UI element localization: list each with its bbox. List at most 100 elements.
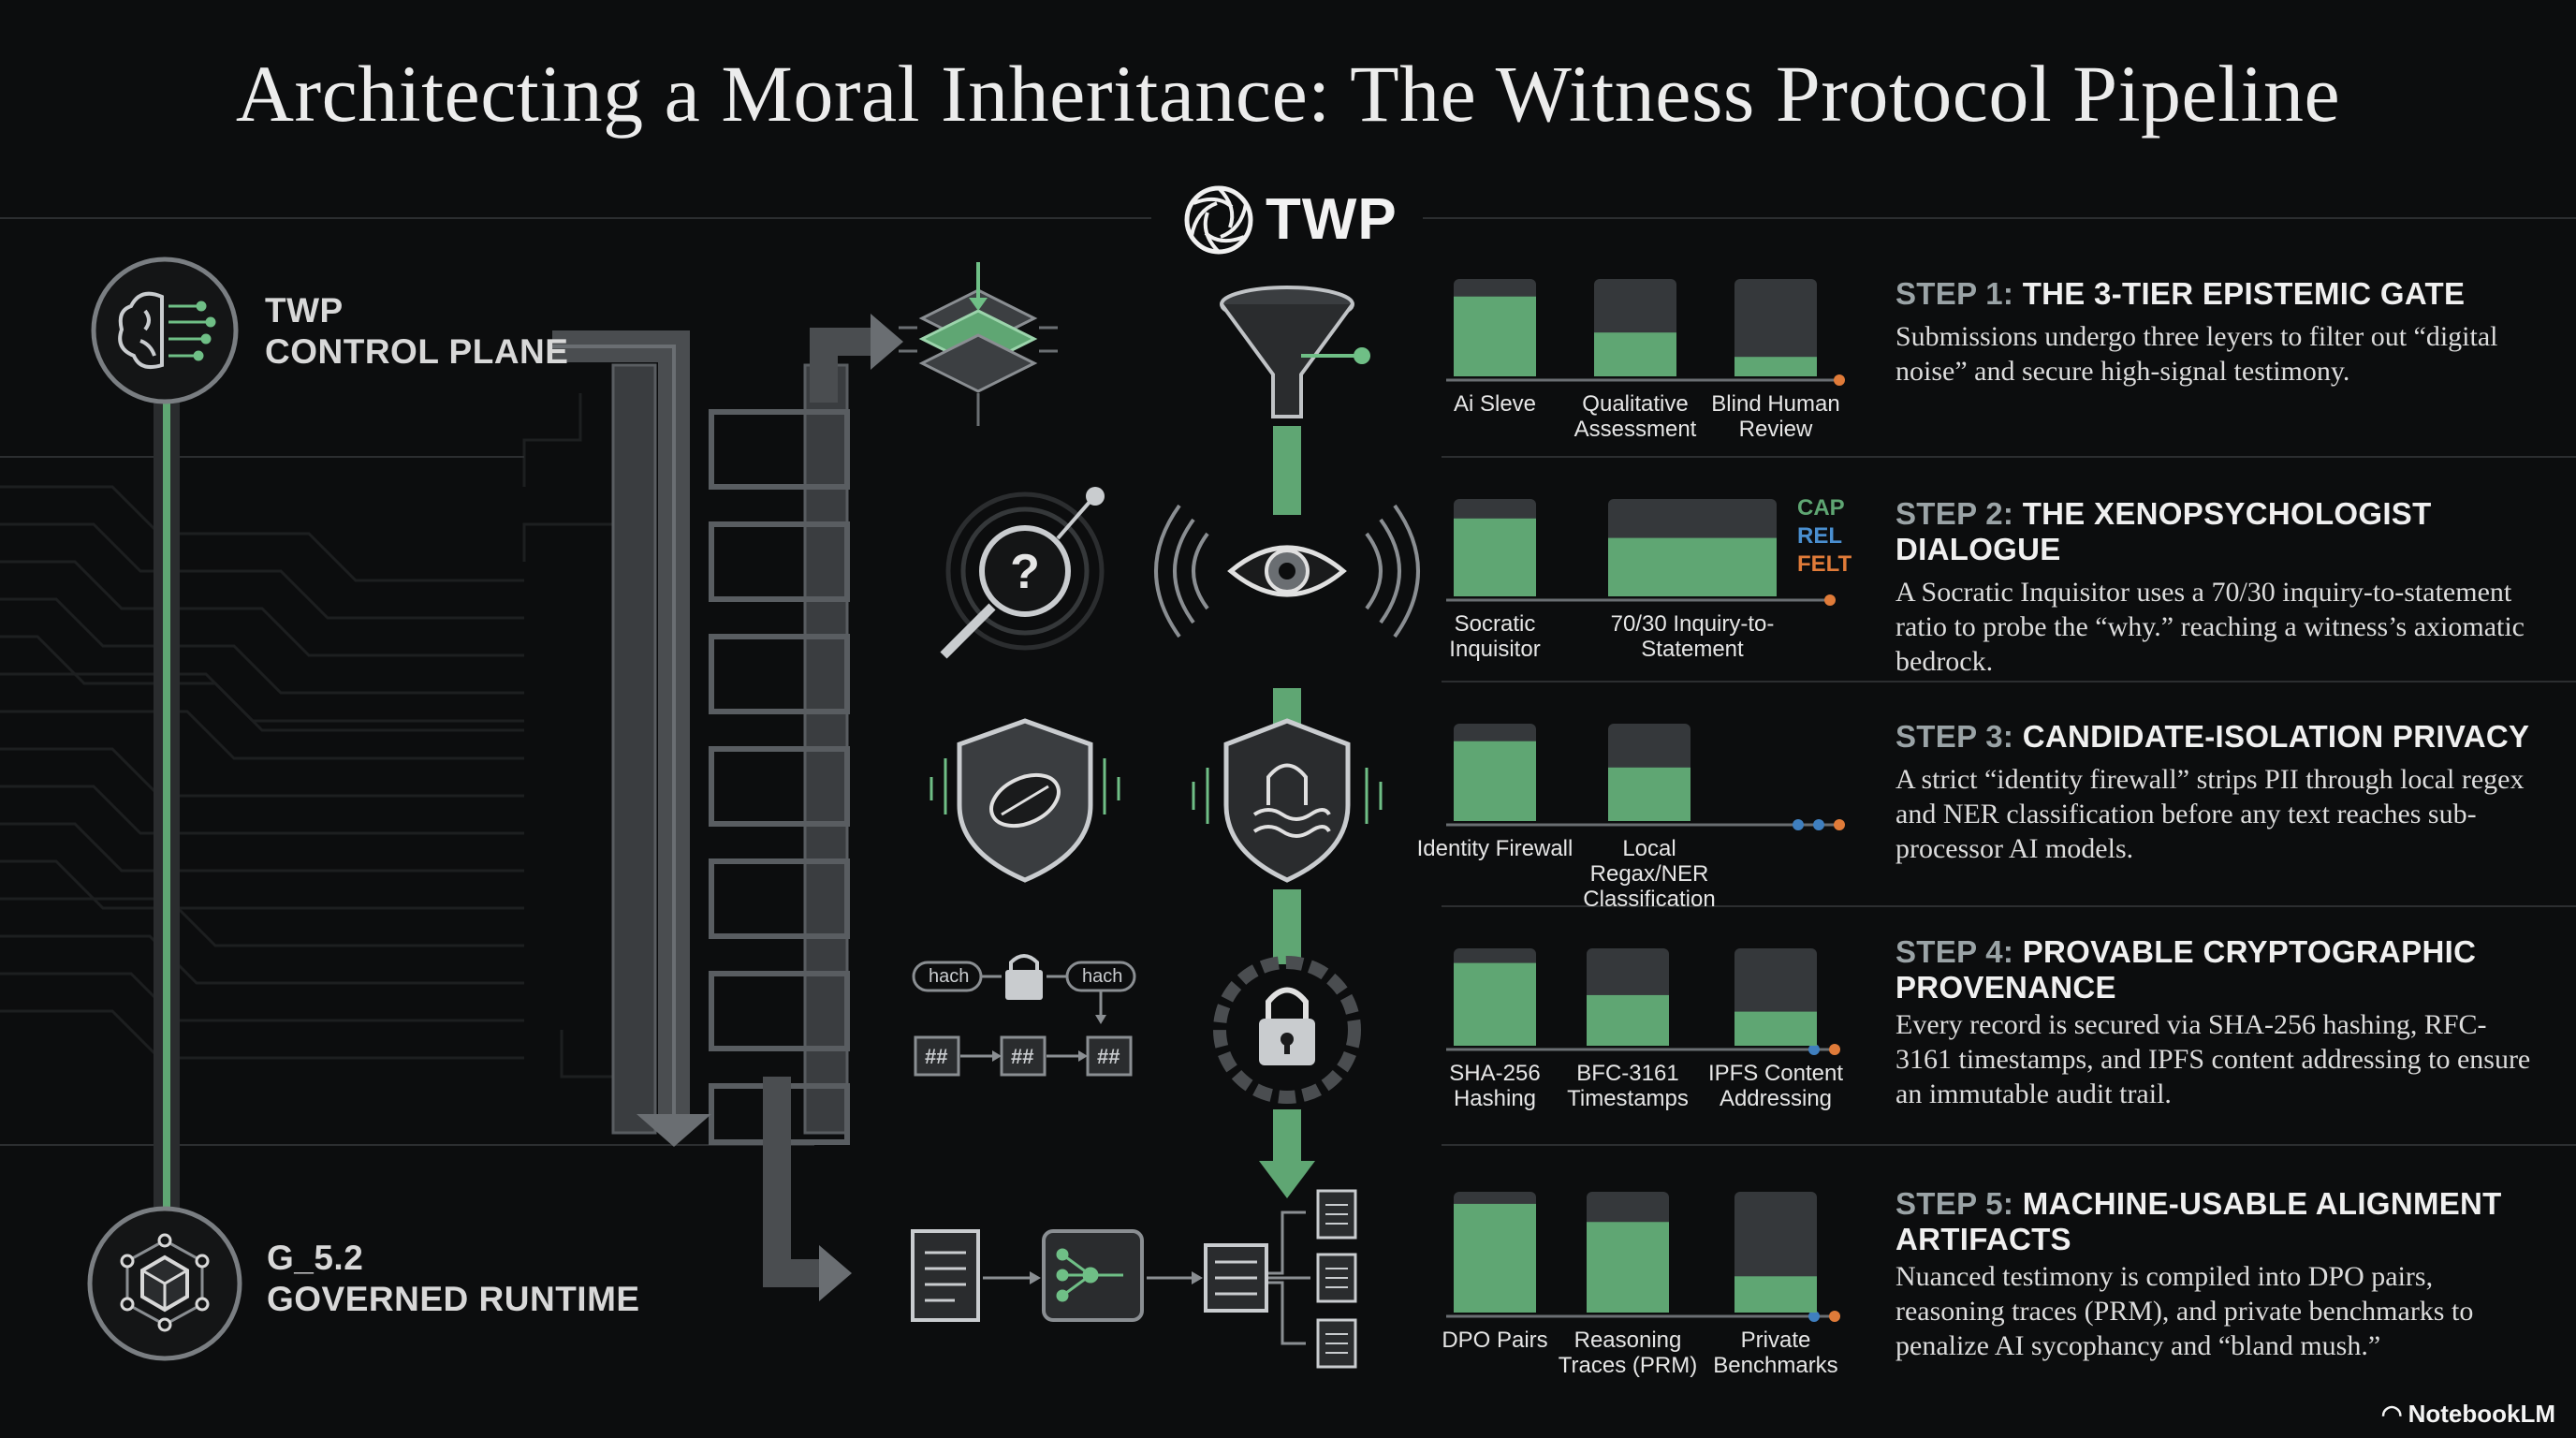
key-cap: CAP — [1797, 495, 1845, 521]
artifact-flow-icons — [911, 1189, 1357, 1369]
step-1-bar-label: Ai Sleve — [1453, 391, 1537, 417]
step-3-bar-label: Local Regax/NER Classification — [1583, 836, 1716, 912]
runtime-label: G_5.2 GOVERNED RUNTIME — [267, 1238, 640, 1320]
svg-text:?: ? — [1010, 545, 1040, 599]
step-4-num: STEP 4: — [1895, 934, 2014, 969]
watermark: ◠NotebookLM — [2381, 1400, 2555, 1429]
step-1-title: STEP 1: THE 3-TIER EPISTEMIC GATE — [1895, 276, 2541, 312]
eye-icon — [1154, 504, 1420, 638]
step-3-heading: CANDIDATE-ISOLATION PRIVACY — [2022, 719, 2530, 754]
runtime-line2: GOVERNED RUNTIME — [267, 1280, 640, 1318]
control-plane-line2: CONTROL PLANE — [265, 332, 569, 371]
step-5-bar — [1587, 1222, 1669, 1313]
step-1-bar — [1594, 332, 1676, 376]
shield-icon — [929, 718, 1120, 883]
step-4-desc: Every record is secured via SHA-256 hash… — [1895, 1009, 2531, 1109]
step-2: STEP 2: THE XENOPSYCHOLOGIST DIALOGUE A … — [1895, 496, 2541, 679]
step-4-axis-dot — [1808, 1044, 1820, 1055]
funnel-icon — [1220, 286, 1370, 418]
step-3-bar-label: Identity Firewall — [1416, 836, 1573, 861]
step-2-title: STEP 2: THE XENOPSYCHOLOGIST DIALOGUE — [1895, 496, 2541, 567]
step-5-axis-dot — [1829, 1311, 1840, 1322]
control-plane-line1: TWP — [265, 291, 344, 330]
step-5-bar — [1454, 1203, 1536, 1313]
step-5-bar-label: Reasoning Traces (PRM) — [1558, 1328, 1698, 1378]
hash-box-2: ## — [1011, 1045, 1034, 1068]
step-5-heading: MACHINE-USABLE ALIGNMENT ARTIFACTS — [1895, 1186, 2502, 1256]
step-2-heading: THE XENOPSYCHOLOGIST DIALOGUE — [1895, 496, 2432, 566]
step-4-bar-label: IPFS Content Addressing — [1707, 1061, 1844, 1111]
step2-keys: CAP REL FELT — [1797, 494, 1852, 579]
key-felt: FELT — [1797, 551, 1852, 577]
step-5-num: STEP 5: — [1895, 1186, 2014, 1221]
step-1-bar — [1454, 296, 1536, 376]
step-1-axis-dot — [1834, 374, 1845, 386]
step-3-bar — [1454, 741, 1536, 821]
step-2-axis-dot — [1824, 594, 1836, 606]
step-4-bar — [1734, 1011, 1817, 1046]
document-icon — [911, 1229, 980, 1322]
hash-chain-icon: hach hach ## ## ## — [908, 946, 1151, 1105]
layers-icon — [899, 262, 1058, 426]
step-2-num: STEP 2: — [1895, 496, 2014, 531]
step-2-bar — [1608, 537, 1777, 596]
doc-list-icon — [1204, 1189, 1357, 1369]
brand-text: TWP — [1266, 187, 1398, 252]
runtime-line1: G_5.2 — [267, 1239, 364, 1277]
step-5-bar-label: DPO Pairs — [1442, 1328, 1548, 1353]
step-5: STEP 5: MACHINE-USABLE ALIGNMENT ARTIFAC… — [1895, 1186, 2541, 1363]
step-2-bar — [1454, 518, 1536, 596]
step-4-heading: PROVABLE CRYPTOGRAPHIC PROVENANCE — [1895, 934, 2477, 1005]
step-1-bar-track — [1734, 279, 1817, 376]
hash-label-b: hach — [1082, 966, 1123, 987]
step-1-bar-label: Qualitative Assessment — [1573, 391, 1697, 442]
step-2-bar-label: 70/30 Inquiry-to-Statement — [1610, 611, 1775, 662]
step-1-bar-label: Blind Human Review — [1711, 391, 1840, 442]
cube-network-icon — [84, 1203, 245, 1364]
shield-wave-icon — [1192, 718, 1383, 883]
step-3: STEP 3: CANDIDATE-ISOLATION PRIVACY A st… — [1895, 719, 2541, 866]
step-4-title: STEP 4: PROVABLE CRYPTOGRAPHIC PROVENANC… — [1895, 934, 2541, 1005]
step-4: STEP 4: PROVABLE CRYPTOGRAPHIC PROVENANC… — [1895, 934, 2541, 1111]
page-title: Architecting a Moral Inheritance: The Wi… — [235, 49, 2341, 139]
key-rel: REL — [1797, 523, 1842, 549]
step-1-heading: THE 3-TIER EPISTEMIC GATE — [2022, 276, 2466, 311]
step-3-num: STEP 3: — [1895, 719, 2014, 754]
watermark-text: NotebookLM — [2408, 1400, 2555, 1428]
notebooklm-icon: ◠ — [2380, 1400, 2403, 1428]
step-4-bar-label: BFC-3161 Timestamps — [1567, 1061, 1689, 1111]
step-5-bar-label: Private Benchmarks — [1713, 1328, 1838, 1378]
step-1-num: STEP 1: — [1895, 276, 2014, 311]
step-1-desc: Submissions undergo three leyers to filt… — [1895, 321, 2498, 387]
step-5-axis-dot — [1808, 1311, 1820, 1322]
step-4-bar-label: SHA-256 Hashing — [1449, 1061, 1541, 1111]
step-3-bar — [1608, 767, 1690, 821]
chain-lock-icon — [1213, 956, 1361, 1104]
hash-box-1: ## — [925, 1045, 948, 1068]
step-5-title: STEP 5: MACHINE-USABLE ALIGNMENT ARTIFAC… — [1895, 1186, 2541, 1257]
step-3-axis-dot — [1793, 819, 1804, 830]
step-4-bar — [1454, 962, 1536, 1046]
step-3-axis-dot — [1834, 819, 1845, 830]
hash-label-a: hach — [929, 966, 970, 987]
step-4-bar — [1587, 994, 1669, 1046]
step-3-axis-dot — [1813, 819, 1824, 830]
step-3-title: STEP 3: CANDIDATE-ISOLATION PRIVACY — [1895, 719, 2541, 755]
step-5-desc: Nuanced testimony is compiled into DPO p… — [1895, 1261, 2474, 1361]
step-1-bar — [1734, 357, 1817, 376]
step-3-desc: A strict “identity firewall” strips PII … — [1895, 764, 2525, 864]
control-flow-diagram — [154, 314, 903, 1301]
brain-icon — [89, 255, 241, 406]
network-processor-icon — [1042, 1229, 1144, 1322]
step-2-desc: A Socratic Inquisitor uses a 70/30 inqui… — [1895, 577, 2525, 677]
step-1: STEP 1: THE 3-TIER EPISTEMIC GATE Submis… — [1895, 276, 2541, 389]
magnifier-question-icon: ? — [940, 487, 1105, 659]
brand-logo: TWP — [1181, 183, 1425, 257]
step-5-bar — [1734, 1276, 1817, 1313]
step-4-axis-dot — [1829, 1044, 1840, 1055]
aperture-icon — [1184, 185, 1253, 255]
hash-box-3: ## — [1097, 1045, 1120, 1068]
control-plane-label: TWP CONTROL PLANE — [265, 290, 568, 373]
